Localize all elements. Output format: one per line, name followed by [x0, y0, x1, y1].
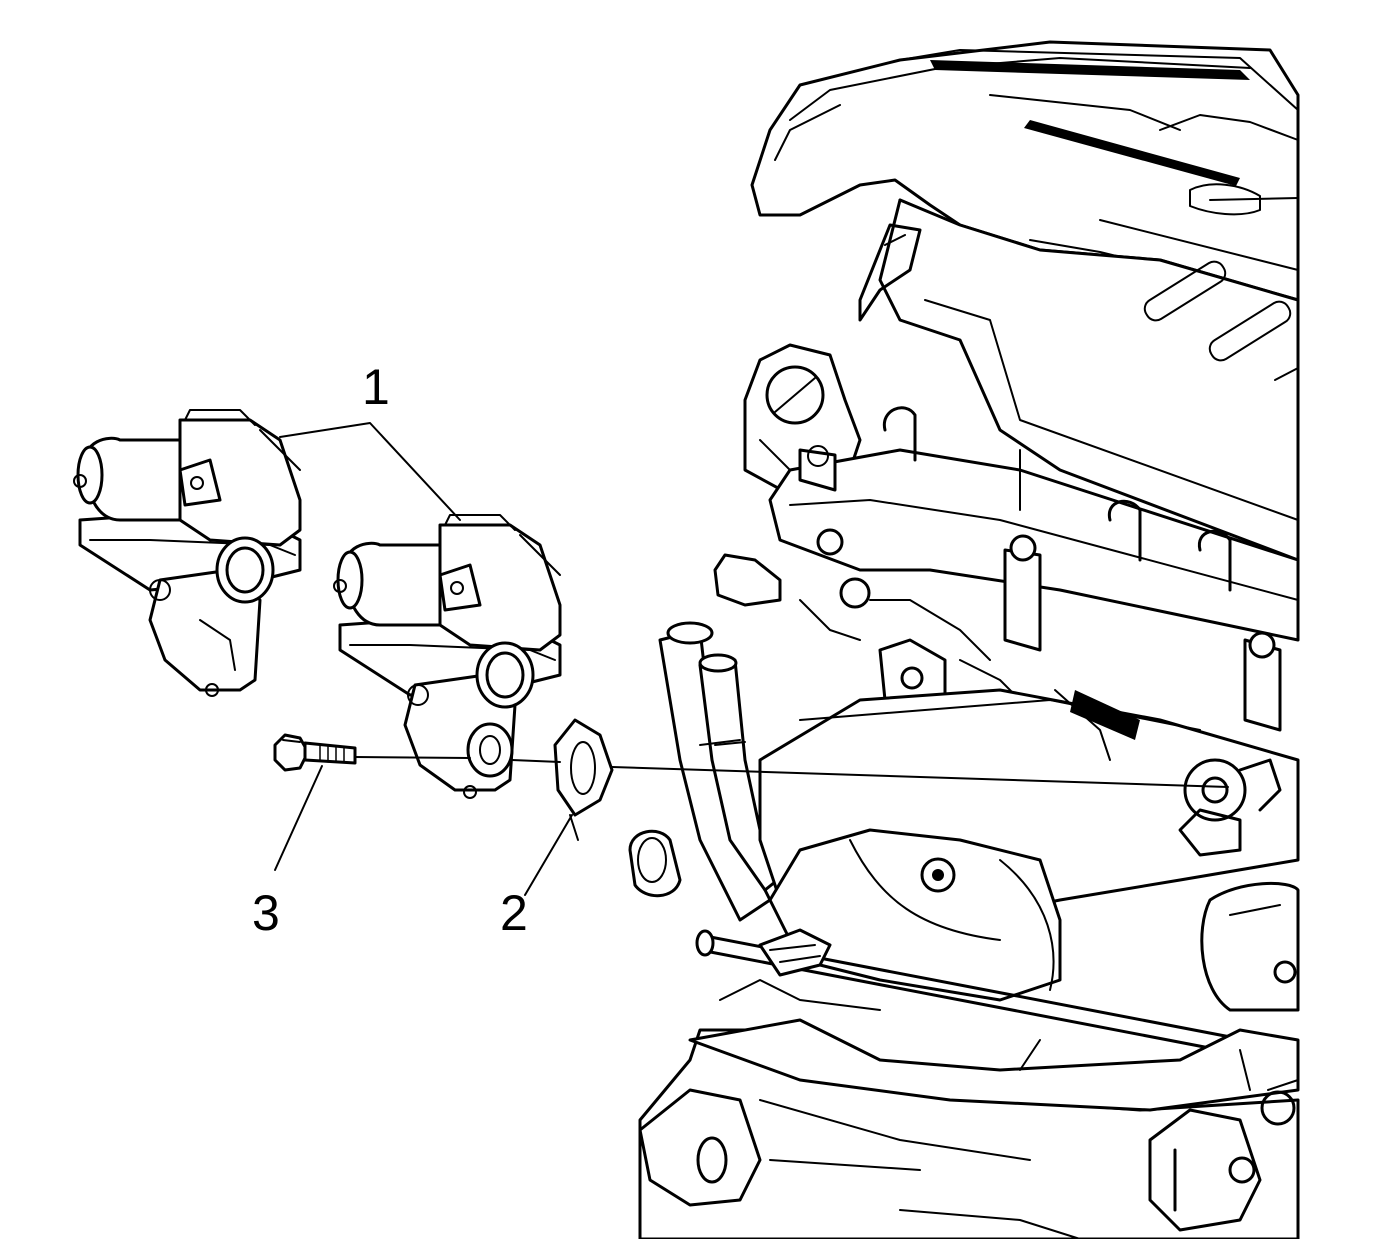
valve-cover: [858, 198, 1300, 562]
coolant-hoses: [628, 621, 792, 922]
exhaust-heat-shield: [768, 828, 1300, 1012]
dipstick-tube: [695, 928, 1300, 1067]
egr-valve-rear: [73, 409, 302, 697]
egr-bolt: [273, 733, 357, 772]
callout-1: 1: [362, 359, 390, 415]
engine-assembly: [628, 40, 1300, 1239]
egr-gasket: [553, 718, 614, 841]
leader-lines: [274, 422, 1229, 896]
egr-valve-front: [333, 514, 562, 799]
callout-2: 2: [500, 885, 528, 941]
engine-block-lower: [638, 979, 1300, 1239]
callout-3: 3: [252, 885, 280, 941]
fuel-rail: [768, 406, 1300, 732]
engine-cover: [750, 40, 1300, 302]
